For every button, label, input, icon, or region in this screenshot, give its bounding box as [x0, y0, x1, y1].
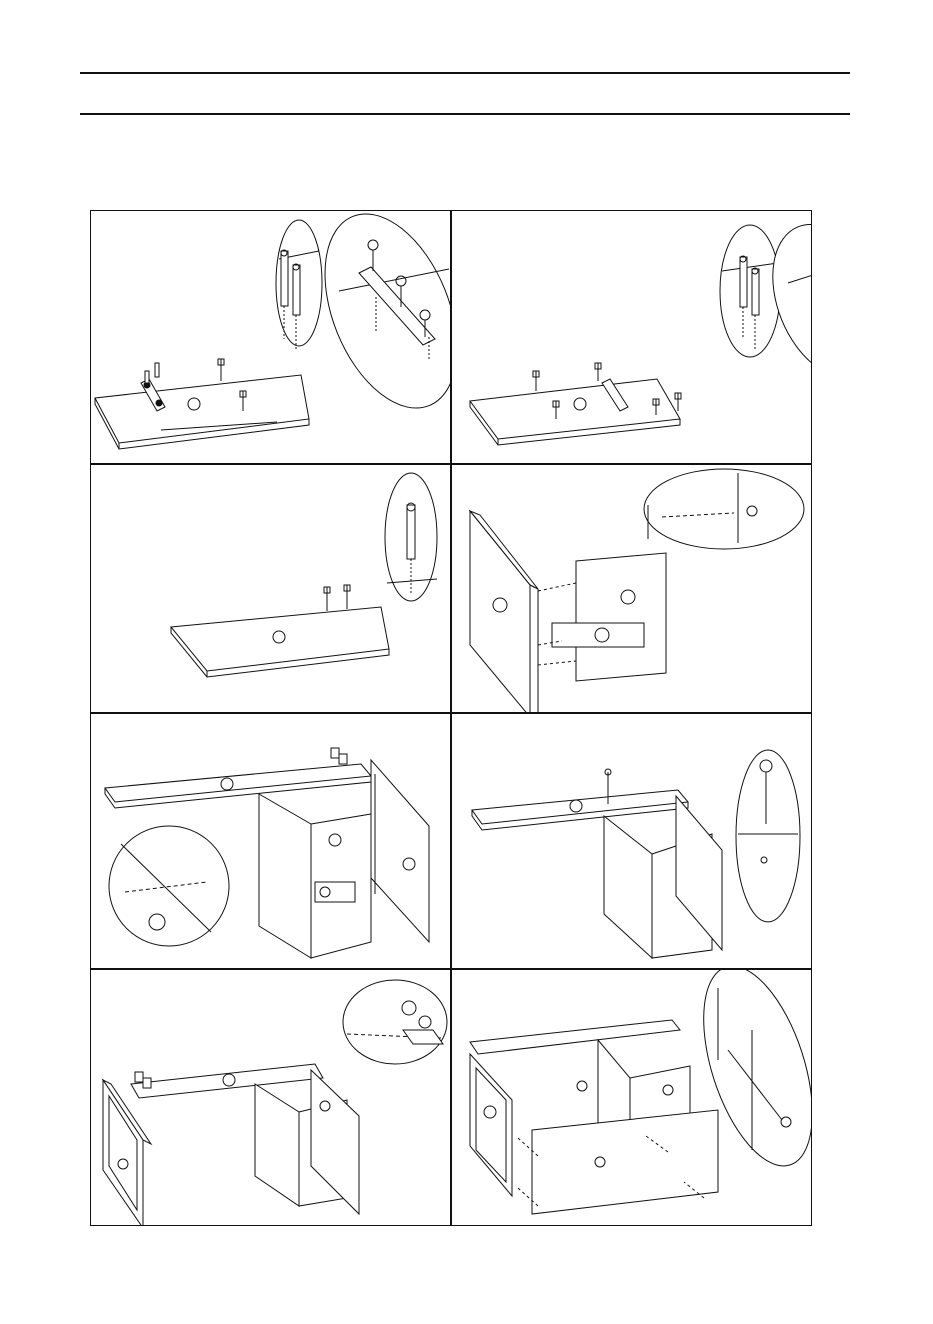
step-6-panel: [451, 713, 812, 969]
cam-lock-detail: [109, 826, 229, 946]
cam-bolt-detail: [720, 225, 780, 357]
step-1-panel: [90, 210, 451, 464]
bracket-screw-detail: [299, 211, 451, 427]
step-3-panel: [90, 464, 451, 713]
cabinet-frame-drawing: [604, 796, 722, 958]
step-7-panel: [90, 969, 451, 1226]
side-panel-drawing: [103, 1080, 151, 1226]
cam-bolt-detail: [276, 220, 322, 349]
instruction-grid: [90, 210, 812, 1226]
step-5-panel: [90, 713, 451, 969]
cam-bolt-detail: [385, 473, 437, 601]
top-board-drawing: [131, 1064, 323, 1098]
board-drawing: [95, 359, 309, 449]
cabinet-frame-drawing: [255, 1070, 359, 1214]
step-2-panel: [451, 210, 812, 464]
step-4-panel: [451, 464, 812, 713]
screw-detail: [736, 750, 800, 922]
top-board-drawing: [472, 769, 688, 830]
top-board-drawing: [105, 748, 371, 808]
header-rule-bottom: [80, 113, 850, 115]
step-8-panel: [451, 969, 812, 1226]
cam-lock-detail: [343, 980, 447, 1064]
cam-lock-detail: [644, 469, 804, 549]
board-drawing: [470, 363, 681, 445]
cabinet-frame-drawing: [259, 760, 429, 958]
back-panel-drawing: [518, 1110, 718, 1214]
side-panel-drawing: [470, 511, 538, 713]
header-rule-top: [80, 72, 850, 74]
board-drawing: [171, 585, 389, 677]
inner-panel-drawing: [538, 553, 666, 681]
